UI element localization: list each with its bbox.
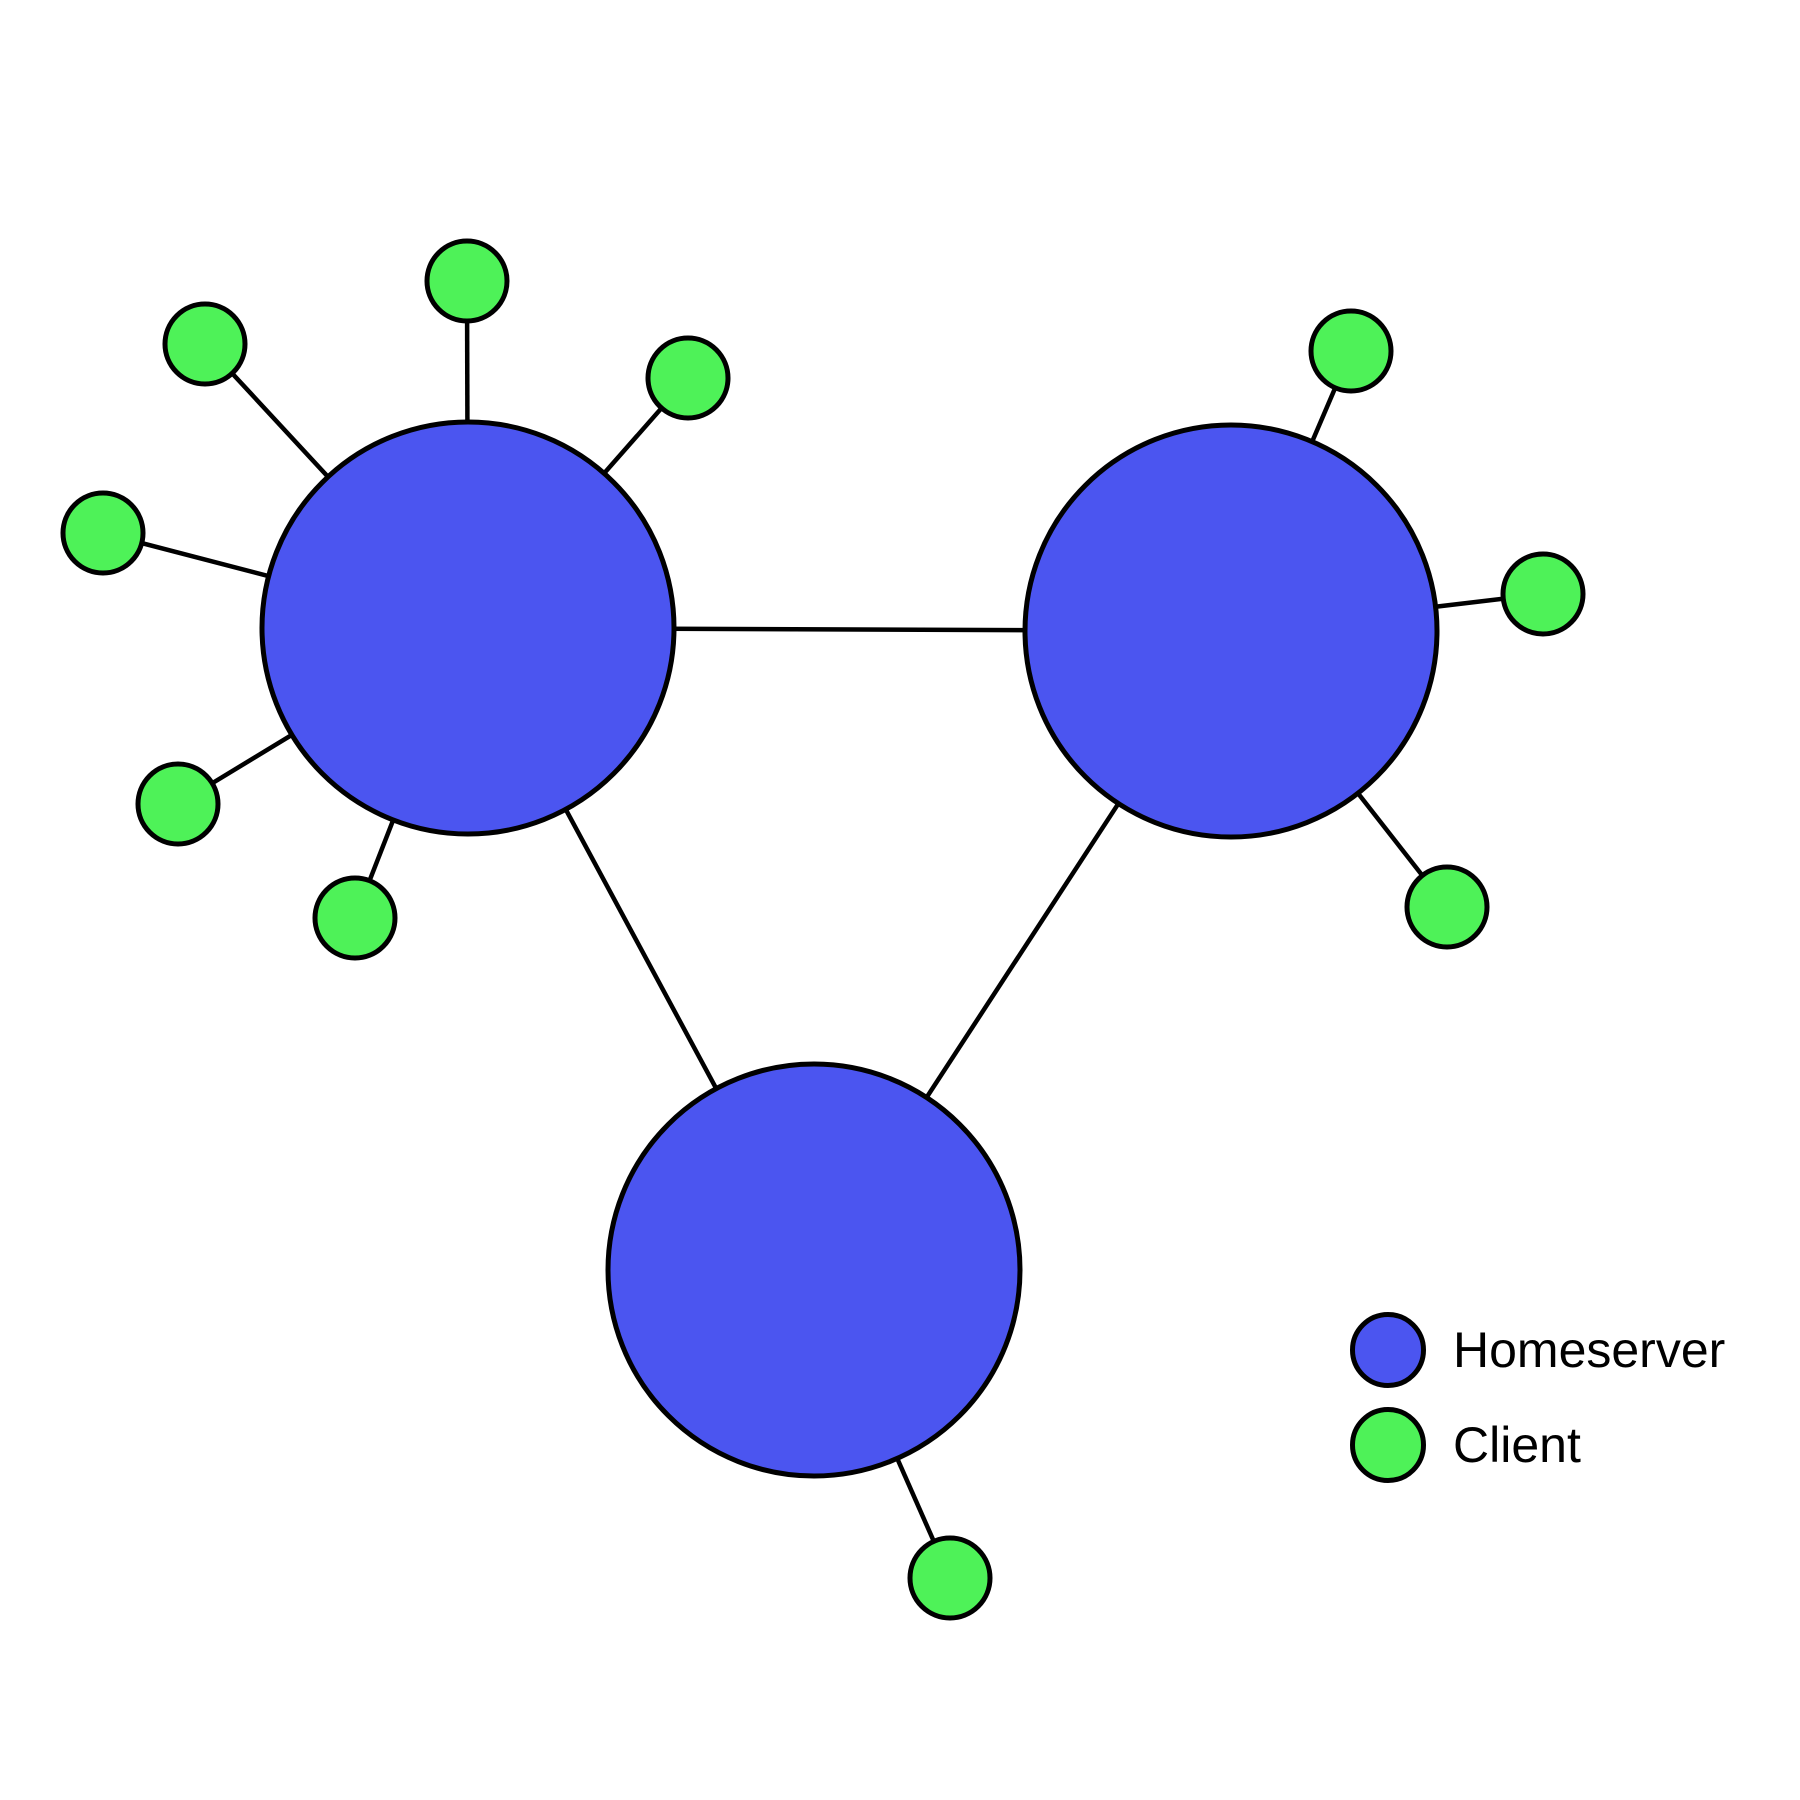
client-node [907, 1535, 993, 1621]
homeserver-node [1022, 422, 1440, 840]
legend-item-client: Client [1350, 1407, 1581, 1483]
client-node [1404, 864, 1490, 950]
client-node [1500, 551, 1586, 637]
client-node [60, 490, 146, 576]
legend-item-homeserver: Homeserver [1350, 1312, 1725, 1388]
homeserver-swatch-icon [1350, 1312, 1426, 1388]
client-node [424, 238, 510, 324]
homeserver-node [259, 419, 677, 837]
client-node [1308, 308, 1394, 394]
client-swatch-icon [1350, 1407, 1426, 1483]
legend-label-client: Client [1453, 1417, 1581, 1473]
client-node [135, 761, 221, 847]
client-node [162, 301, 248, 387]
legend-label-homeserver: Homeserver [1453, 1322, 1726, 1378]
client-node [645, 335, 731, 421]
client-node [312, 875, 398, 961]
homeserver-node [605, 1061, 1023, 1479]
